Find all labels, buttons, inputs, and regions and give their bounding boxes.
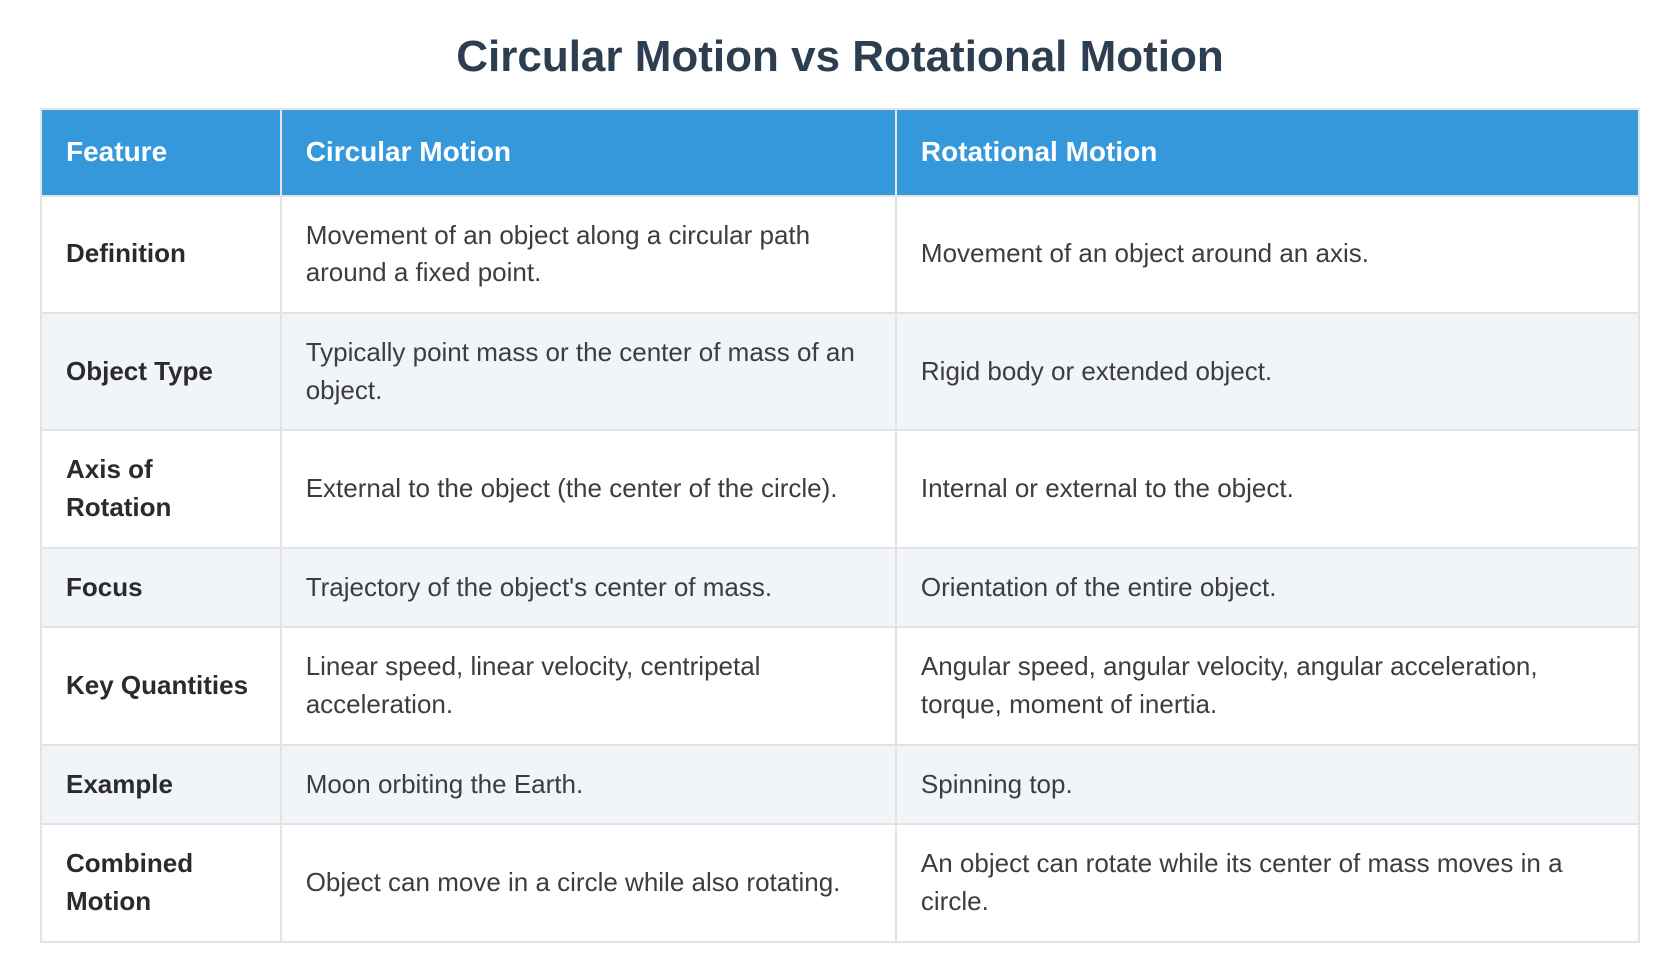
- row-feature-label: Combined Motion: [40, 823, 282, 943]
- circular-motion-cell: Moon orbiting the Earth.: [279, 743, 897, 826]
- circular-motion-cell: Linear speed, linear velocity, centripet…: [279, 626, 897, 746]
- rotational-motion-cell: Movement of an object around an axis.: [894, 194, 1641, 314]
- circular-motion-cell: Typically point mass or the center of ma…: [279, 311, 897, 432]
- rotational-motion-cell: Rigid body or extended object.: [894, 311, 1641, 432]
- circular-motion-cell: Movement of an object along a circular p…: [279, 194, 897, 314]
- column-header-feature: Feature: [40, 108, 282, 197]
- row-feature-label: Definition: [40, 194, 282, 314]
- row-feature-label: Axis of Rotation: [40, 429, 282, 549]
- header-row: Feature Circular Motion Rotational Motio…: [40, 108, 1641, 197]
- comparison-table: Feature Circular Motion Rotational Motio…: [40, 108, 1641, 943]
- rotational-motion-cell: Orientation of the entire object.: [894, 546, 1641, 629]
- rotational-motion-cell: An object can rotate while its center of…: [894, 823, 1641, 943]
- row-feature-label: Example: [40, 743, 282, 826]
- circular-motion-cell: Object can move in a circle while also r…: [279, 823, 897, 943]
- row-feature-label: Key Quantities: [40, 626, 282, 746]
- circular-motion-cell: Trajectory of the object's center of mas…: [279, 546, 897, 629]
- circular-motion-cell: External to the object (the center of th…: [279, 429, 897, 549]
- rotational-motion-cell: Spinning top.: [894, 743, 1641, 826]
- row-feature-label: Object Type: [40, 311, 282, 432]
- column-header-rotational-motion: Rotational Motion: [894, 108, 1641, 197]
- column-header-circular-motion: Circular Motion: [279, 108, 897, 197]
- rotational-motion-cell: Internal or external to the object.: [894, 429, 1641, 549]
- rotational-motion-cell: Angular speed, angular velocity, angular…: [894, 626, 1641, 746]
- page-title: Circular Motion vs Rotational Motion: [456, 32, 1224, 81]
- row-feature-label: Focus: [40, 546, 282, 629]
